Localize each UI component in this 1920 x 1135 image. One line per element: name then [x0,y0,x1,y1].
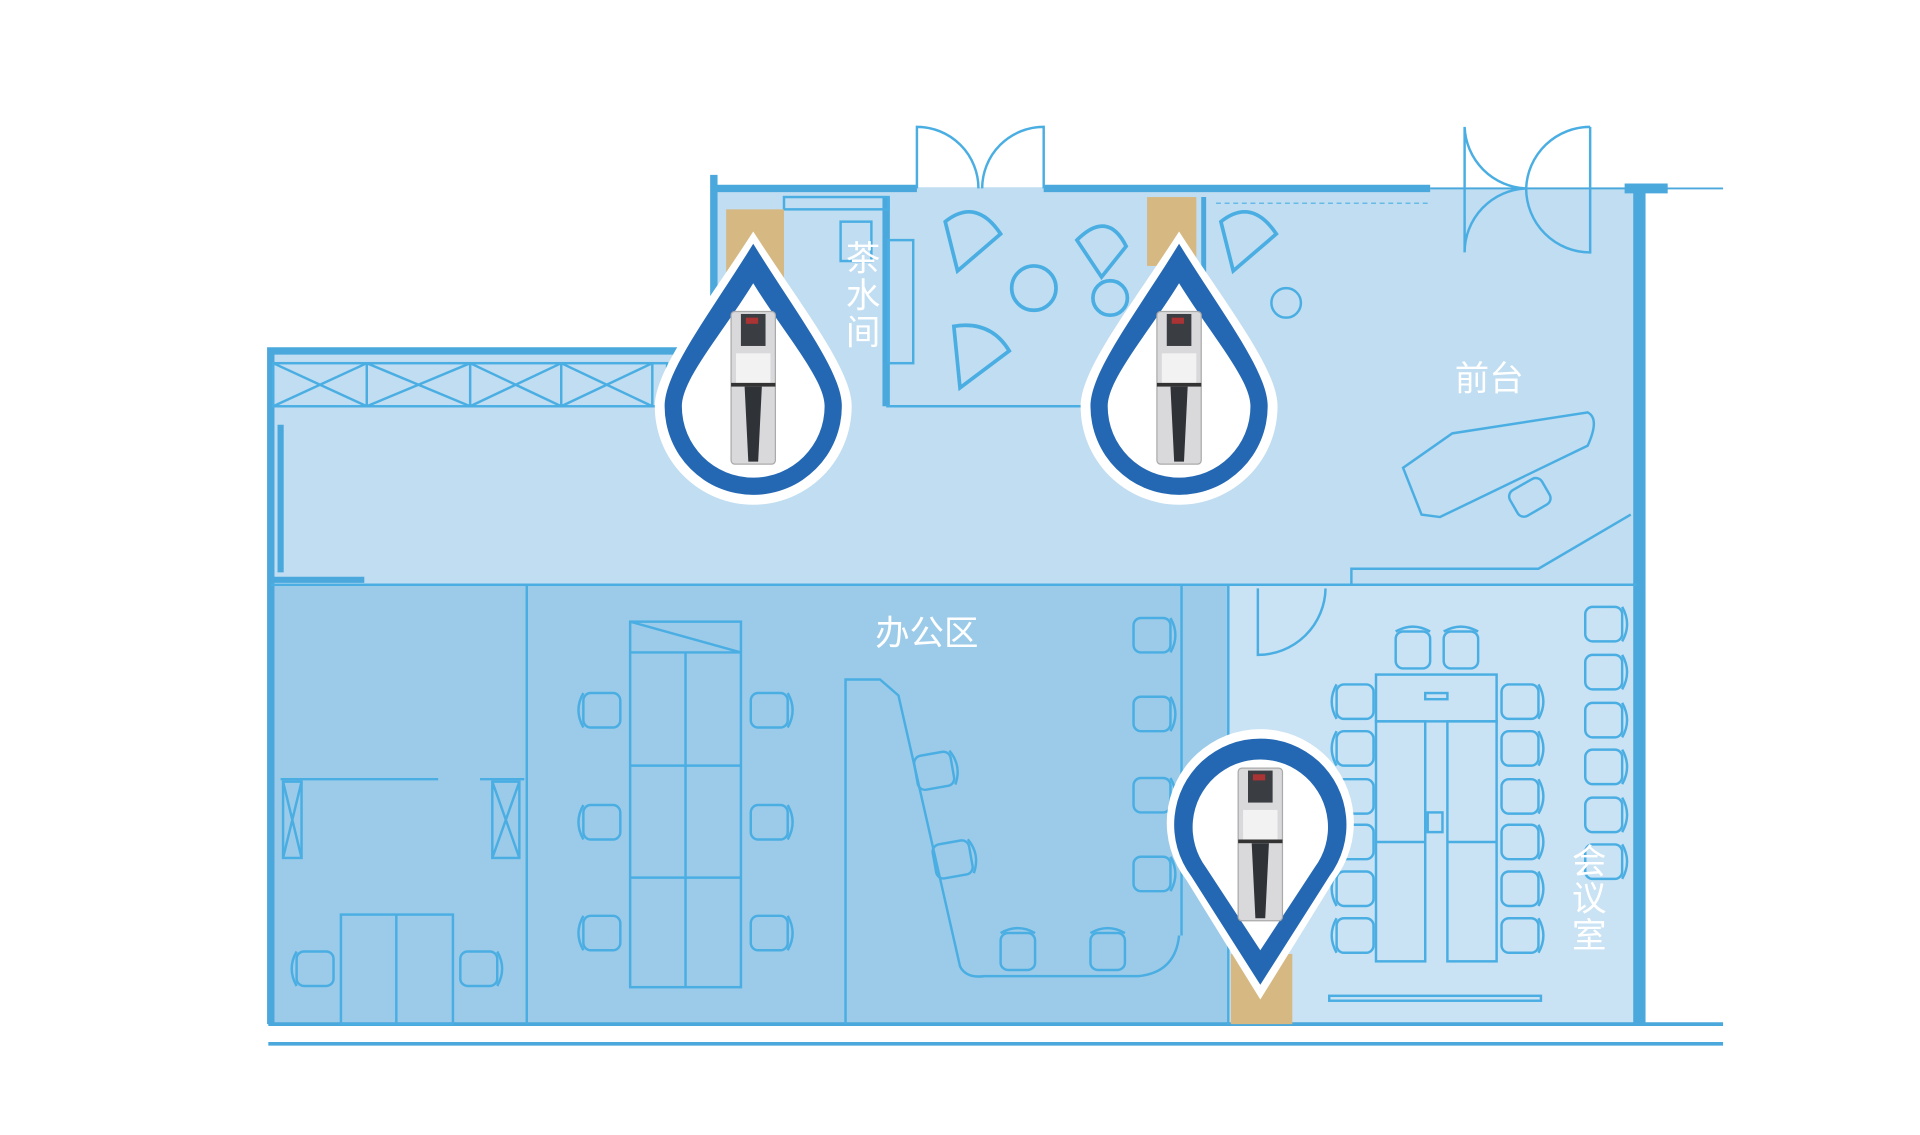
reception-desk [1350,411,1632,585]
office-furniture [577,616,1181,1025]
doors [280,125,1592,860]
water-dispenser-icon [1156,310,1202,465]
lounge-furniture [943,202,1432,392]
meeting-furniture [1328,605,1629,1002]
room-label-tea-room: 茶水间 [839,240,879,351]
water-dispenser-marker-tea-room[interactable] [654,231,852,505]
corridor-area [270,187,1637,585]
room-label-reception: 前台 [1455,359,1524,399]
room-label-office-area: 办公区 [875,614,978,654]
water-dispenser-marker-lounge[interactable] [1080,231,1278,505]
left-room-furniture [290,913,504,1026]
water-dispenser-icon [730,310,777,465]
left-room [270,584,527,1025]
water-dispenser-icon [1237,767,1284,922]
water-dispenser-marker-meeting-room[interactable] [1166,729,1354,1000]
room-label-meeting-room: 会议室 [1565,843,1605,954]
office-area [526,584,1229,1025]
